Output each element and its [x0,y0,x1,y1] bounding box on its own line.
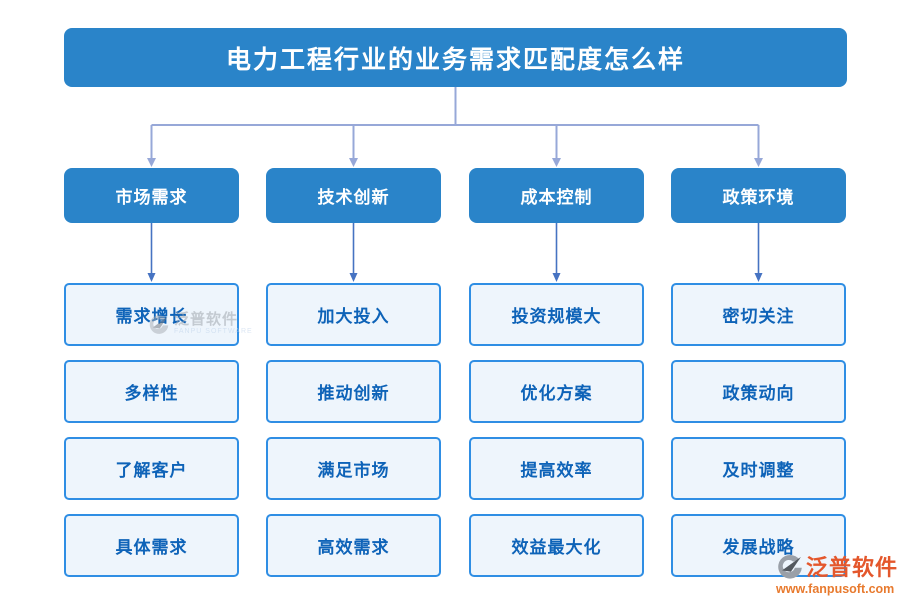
item-box: 投资规模大 [469,283,644,346]
watermark-name: 泛普软件 [174,311,239,328]
fanpu-logo-icon [149,315,169,334]
item-box: 密切关注 [671,283,846,346]
watermark-name: 泛普软件 [806,555,899,580]
item-box: 推动创新 [266,360,441,423]
watermark-url: www.fanpusoft.com [776,582,895,596]
category-box-cost: 成本控制 [469,168,644,223]
item-box: 发展战略 [671,514,846,577]
category-box-policy: 政策环境 [671,168,846,223]
fanpu-logo-icon [778,554,802,579]
title-connector-tree [150,87,760,159]
title-box: 电力工程行业的业务需求匹配度怎么样 [64,28,847,87]
category-box-technology: 技术创新 [266,168,441,223]
item-box: 政策动向 [671,360,846,423]
item-box: 效益最大化 [469,514,644,577]
item-box: 提高效率 [469,437,644,500]
item-box: 高效需求 [266,514,441,577]
item-box: 优化方案 [469,360,644,423]
category-arrows [150,223,760,274]
item-box: 满足市场 [266,437,441,500]
category-box-market: 市场需求 [64,168,239,223]
item-box: 多样性 [64,360,239,423]
tree-arrowheads [147,158,763,167]
watermark-corner: 泛普软件 www.fanpusoft.com [776,550,897,596]
watermark-center: 泛普软件 FANPU SOFTWARE [148,312,253,336]
item-box: 了解客户 [64,437,239,500]
item-box: 具体需求 [64,514,239,577]
item-box: 及时调整 [671,437,846,500]
watermark-subtitle: FANPU SOFTWARE [174,328,253,335]
category-arrowheads [147,273,763,282]
item-box: 加大投入 [266,283,441,346]
item-box: 需求增长 [64,283,239,346]
